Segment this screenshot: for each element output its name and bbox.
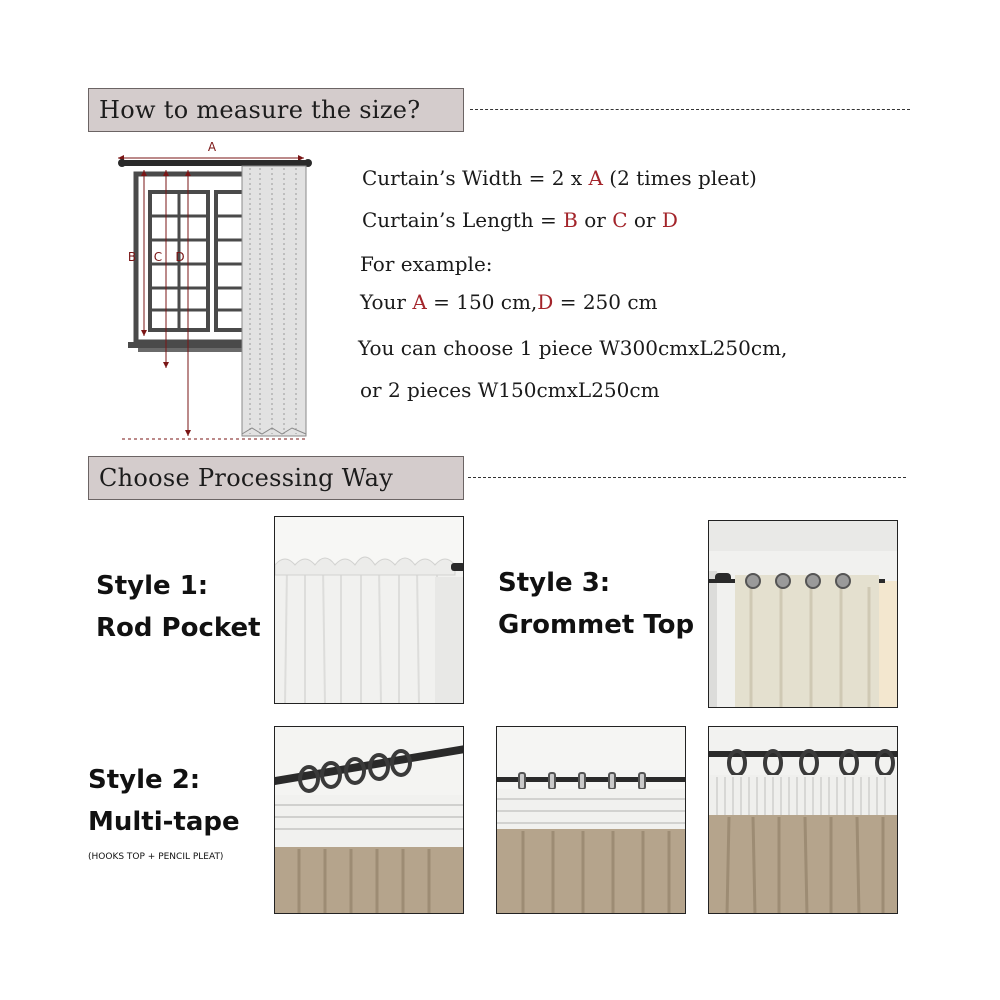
window-frame [133,171,251,345]
example-label: For example: [360,252,493,276]
style-2-note: (HOOKS TOP + PENCIL PLEAT) [88,852,224,862]
measure-section-title: How to measure the size? [88,88,464,132]
option-two-pieces: or 2 pieces W150cmxL250cm [360,378,660,402]
rod-finial [118,159,126,167]
option-one-piece: You can choose 1 piece W300cmxL250cm, [358,336,788,360]
arrowhead [298,155,304,161]
curtain-rod [122,160,308,166]
section-divider [470,109,910,110]
section-divider [468,477,906,478]
example-values: Your A = 150 cm,D = 250 cm [360,290,658,314]
label-b: B [128,250,136,264]
rod-finial [304,159,312,167]
style-2-label: Style 2: Multi-tape [88,765,240,837]
label-a: A [208,140,217,154]
label-d: D [175,250,184,264]
processing-section-header: Choose Processing Way [88,456,906,500]
label-c: C [154,250,162,264]
curtain-panel [241,165,307,437]
multi-tape-hooks-photo [274,726,464,914]
processing-section-title: Choose Processing Way [88,456,464,500]
grommet-top-photo [708,520,898,708]
length-formula: Curtain’s Length = B or C or D [362,208,678,232]
style-1-label: Style 1: Rod Pocket [96,571,261,643]
window-sill [128,342,256,348]
measure-section-header: How to measure the size? [88,88,910,132]
pencil-pleat-photo [708,726,898,914]
rod-pocket-photo [274,516,464,704]
style-3-label: Style 3: Grommet Top [498,568,695,640]
multi-tape-flat-photo [496,726,686,914]
window-measurement-diagram: A B C D [118,140,312,440]
width-formula: Curtain’s Width = 2 x A (2 times pleat) [362,166,757,190]
